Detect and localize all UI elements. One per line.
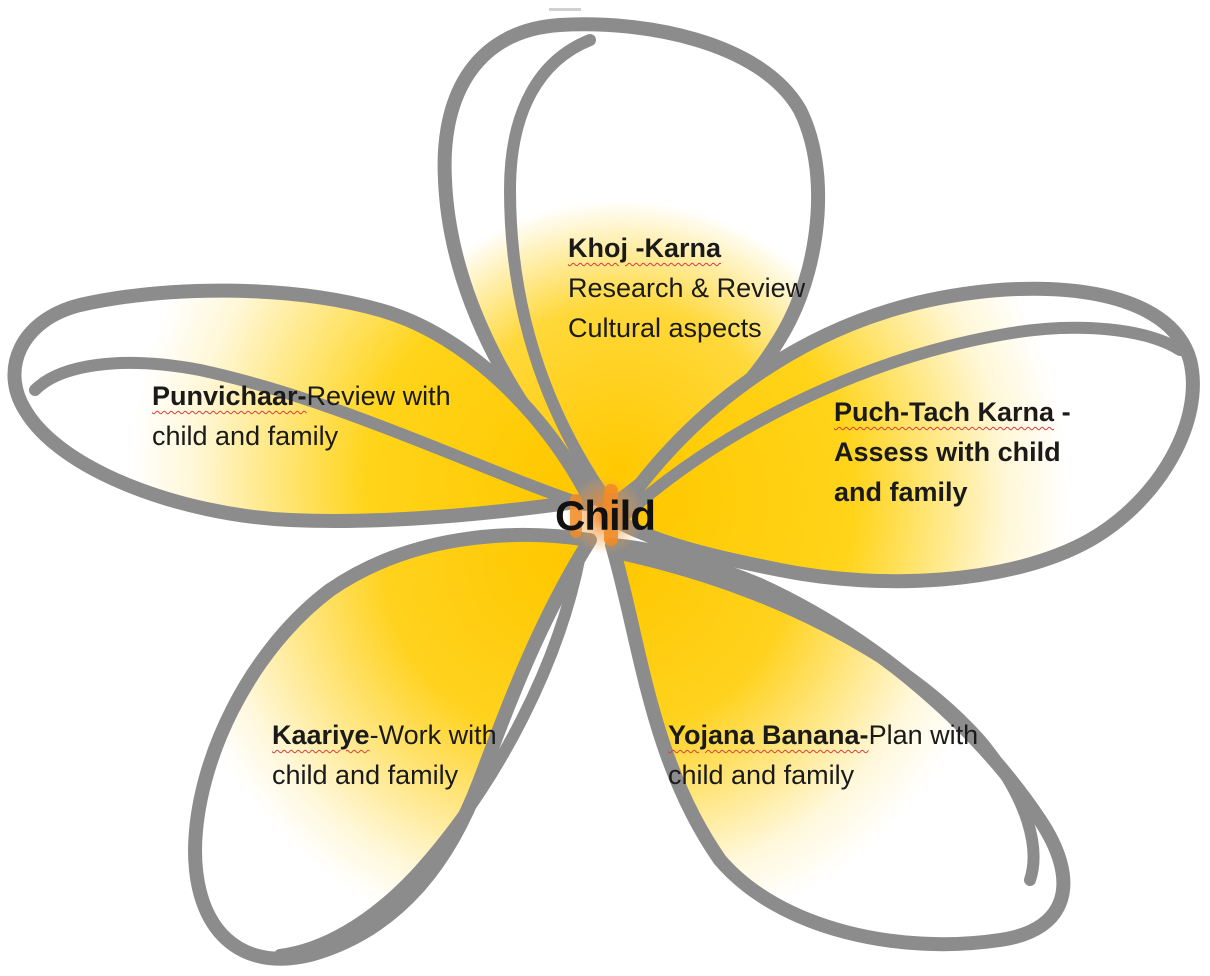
term-kaariye: Kaariye xyxy=(272,720,370,750)
petal-lower-left xyxy=(188,528,597,966)
fold-right xyxy=(619,321,1186,521)
fold-lower-left xyxy=(274,549,586,961)
petal-lower-right xyxy=(605,538,1071,952)
desc-line: child and family xyxy=(152,421,339,451)
fold-left xyxy=(29,357,591,511)
desc-line: Cultural aspects xyxy=(568,313,762,343)
desc-line: and family xyxy=(834,477,968,507)
center-label-child: Child xyxy=(555,492,656,539)
top-divider-mark xyxy=(549,8,581,11)
desc-line: child and family xyxy=(668,760,855,790)
stamen-left xyxy=(570,494,582,538)
petal-label-khoj-karna: Khoj -Karna Research & Review Cultural a… xyxy=(568,228,805,348)
petal-label-kaariye: Kaariye-Work with child and family xyxy=(272,715,497,795)
fold-lower-right xyxy=(619,549,1040,886)
fold-top xyxy=(503,34,606,496)
petal-label-punvichaar: Punvichaar-Review with child and family xyxy=(152,376,451,456)
petal-label-puch-tach-karna: Puch-Tach Karna - Assess with child and … xyxy=(834,392,1071,512)
desc-line: Assess with child xyxy=(834,437,1061,467)
petal-label-yojana-banana: Yojana Banana-Plan with child and family xyxy=(668,715,978,795)
petal-left xyxy=(7,283,597,528)
petal-right xyxy=(608,281,1200,589)
term-yojana-banana: Yojana Banana- xyxy=(668,720,869,750)
desc-line: Research & Review xyxy=(568,273,806,303)
term-khoj-karna: Khoj -Karna xyxy=(568,233,722,263)
desc-line: child and family xyxy=(272,760,459,790)
term-punvichaar: Punvichaar- xyxy=(152,381,307,411)
term-puch-tach-karna: Puch-Tach Karna xyxy=(834,397,1055,427)
stamen-right xyxy=(604,484,618,546)
